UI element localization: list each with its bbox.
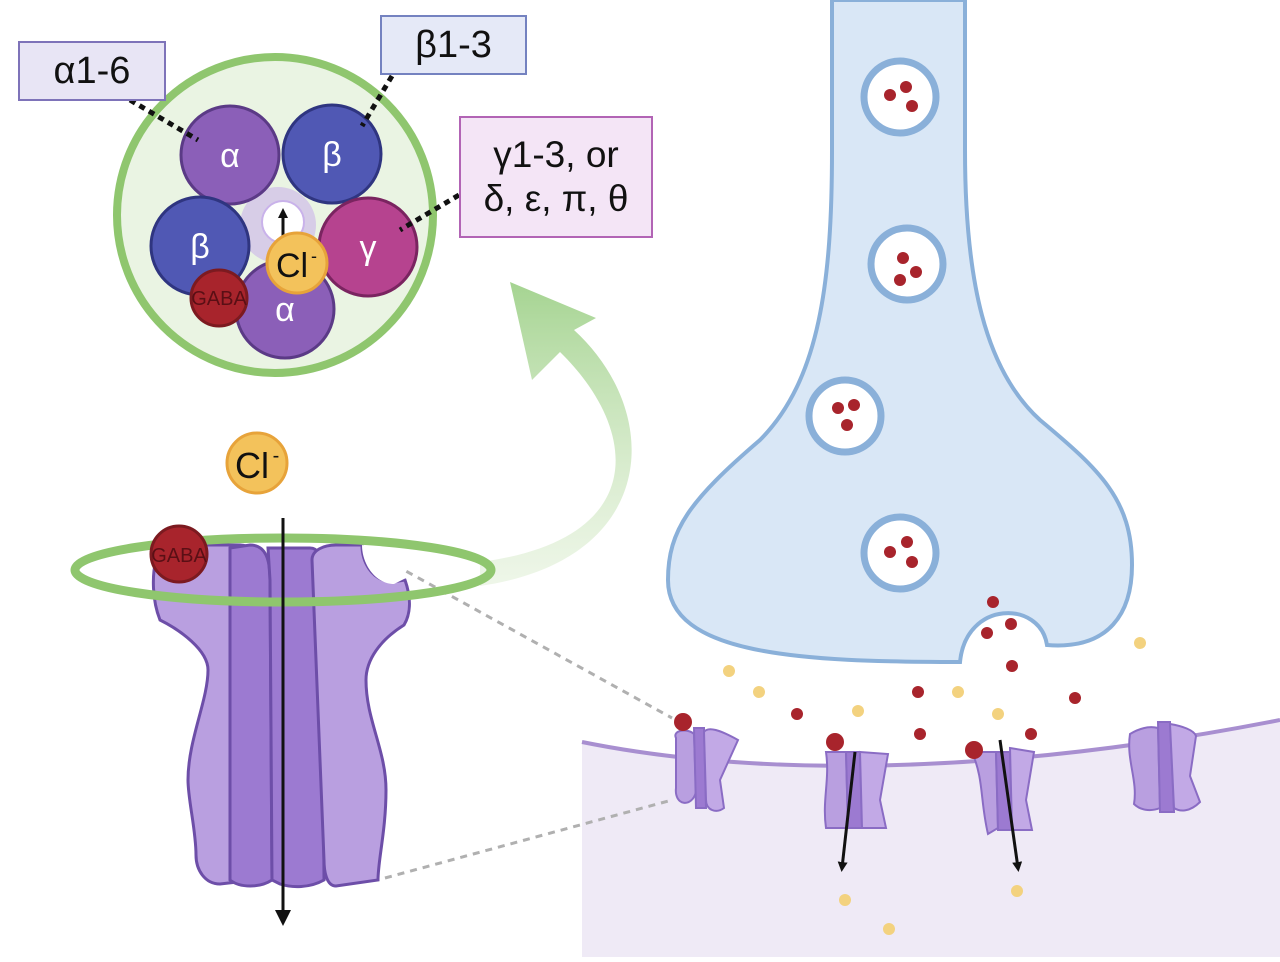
membrane-receptor-2 [823, 733, 890, 872]
membrane-receptor-3 [965, 739, 1036, 872]
membrane-receptor-1 [674, 713, 740, 812]
subunit-beta-left-label: β [190, 228, 210, 266]
subunit-beta-top: β [281, 103, 383, 205]
subunit-gamma-label: γ [360, 229, 377, 267]
subunit-beta-top-label: β [322, 136, 342, 174]
gaba-ligand-top: GABA [189, 268, 249, 328]
chloride-charge-mid: - [273, 445, 280, 467]
chloride-label-top: Cl [276, 247, 308, 285]
gaba-ligand-mid: GABA [151, 545, 207, 567]
subunit-alpha-top: α [179, 104, 281, 206]
subunit-alpha-top-label: α [220, 137, 240, 175]
label-gamma-isoforms: γ1-3, or δ, ε, π, θ [459, 116, 653, 238]
synaptic-cleft-particles [723, 596, 1146, 935]
zoom-curved-arrow [480, 282, 632, 586]
subunit-gamma: γ [317, 196, 419, 298]
synaptic-vesicles [805, 57, 947, 593]
gaba-label-mid: GABA [151, 545, 207, 567]
chloride-label-mid: Cl [235, 445, 269, 486]
label-alpha-isoforms: α1-6 [18, 41, 166, 101]
chloride-ion-mid: Cl - [225, 431, 289, 495]
label-gamma-line-2: δ, ε, π, θ [483, 178, 629, 219]
chloride-ion-top: Cl - [265, 231, 329, 295]
chloride-charge-top: - [311, 246, 317, 266]
label-beta-isoforms: β1-3 [380, 15, 527, 75]
label-gamma-line-1: γ1-3, or [493, 133, 619, 175]
label-leader-lines [128, 74, 461, 233]
presynaptic-terminal [665, 0, 1135, 665]
subunit-alpha-bottom-label: α [275, 291, 295, 329]
membrane-receptor-4 [1128, 721, 1202, 813]
gaba-label-top: GABA [191, 288, 247, 310]
large-receptor-side-view [70, 518, 496, 926]
